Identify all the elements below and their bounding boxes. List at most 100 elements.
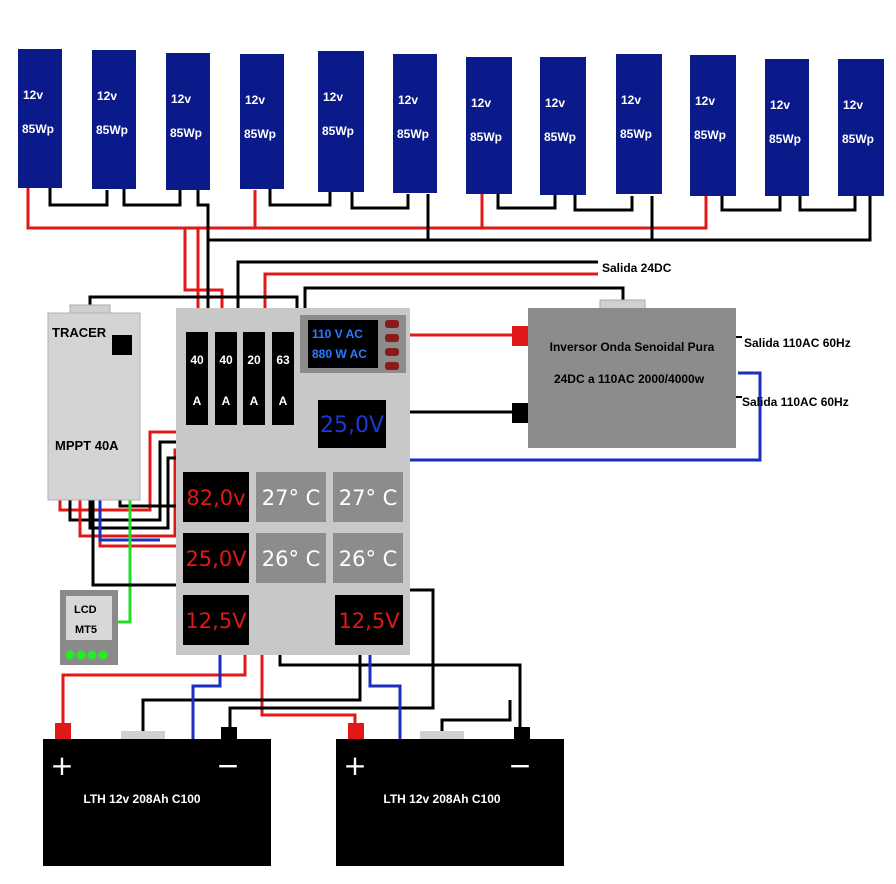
ac-output-label-1: Salida 110AC 60Hz <box>744 336 851 350</box>
battery-negative-wire <box>141 620 362 733</box>
panel-power: 85Wp <box>842 132 874 146</box>
battery-bank-meter: 25,0V <box>183 533 249 583</box>
battery: + − LTH 12v 208Ah C100 <box>336 723 564 866</box>
panel-link-wire <box>350 192 410 210</box>
lcd-link-wire <box>118 500 132 624</box>
panel-link-wire <box>48 188 109 207</box>
panel-voltage: 12v <box>171 92 191 106</box>
controller-brand: TRACER <box>52 325 107 340</box>
solar-panel: 12v 85Wp <box>166 53 210 190</box>
solar-panel: 12v 85Wp <box>240 54 284 189</box>
panel-power: 85Wp <box>96 123 128 137</box>
breaker-rating: 40 <box>219 353 233 367</box>
solar-panel: 12v 85Wp <box>18 49 62 188</box>
solar-panel: 12v 85Wp <box>765 59 809 196</box>
pv-positive-wire <box>26 188 708 230</box>
battery-label: LTH 12v 208Ah C100 <box>383 792 500 806</box>
battery1-meter: 12,5V <box>183 595 249 645</box>
breaker-unit: A <box>250 394 259 408</box>
solar-panel: 12v 85Wp <box>393 54 437 193</box>
panel-voltage: 12v <box>97 89 117 103</box>
panel-link-wire <box>798 196 857 212</box>
panel-link-wire <box>122 188 182 207</box>
breaker-unit: A <box>279 394 288 408</box>
breaker: 40A <box>215 332 237 425</box>
inverter-title: Inversor Onda Senoidal Pura <box>550 340 715 354</box>
battery-sense-wire <box>191 645 222 740</box>
panel-voltage: 12v <box>245 93 265 107</box>
solar-panel: 12v 85Wp <box>690 55 736 196</box>
dc-output-label: Salida 24DC <box>602 261 672 275</box>
panel-power: 85Wp <box>170 126 202 140</box>
panel-link-wire <box>573 194 634 212</box>
battery-plus: + <box>50 749 73 782</box>
inverter: Inversor Onda Senoidal Pura 24DC a 110AC… <box>512 299 736 448</box>
panel-power: 85Wp <box>470 130 502 144</box>
temp-display: 27° C <box>333 472 403 522</box>
breaker-unit: A <box>193 394 202 408</box>
solar-panel: 12v 85Wp <box>466 57 512 194</box>
bus-voltage-value: 25,0V <box>320 413 384 438</box>
charge-controller: TRACER MPPT 40A <box>47 304 141 501</box>
wiring <box>26 188 872 740</box>
bus-voltage-meter: 25,0V <box>318 400 386 448</box>
temp-value: 27° C <box>262 486 321 510</box>
ac-output-label-2: Salida 110AC 60Hz <box>742 395 849 409</box>
ac-power: 880 W AC <box>312 347 367 361</box>
panel-power: 85Wp <box>769 132 801 146</box>
panel-voltage: 12v <box>545 96 565 110</box>
panel-power: 85Wp <box>544 130 576 144</box>
battery1-value: 12,5V <box>185 609 247 633</box>
panel-power: 85Wp <box>694 128 726 142</box>
battery2-meter: 12,5V <box>335 595 403 645</box>
pv-negative-wire <box>196 190 872 242</box>
battery: + − LTH 12v 208Ah C100 <box>43 723 271 866</box>
inverter-negative-wire <box>393 410 520 420</box>
temp-display: 26° C <box>256 533 326 583</box>
ac-voltage: 110 V AC <box>312 327 363 341</box>
panel-voltage: 12v <box>471 96 491 110</box>
battery-label: LTH 12v 208Ah C100 <box>83 792 200 806</box>
breaker: 20A <box>243 332 265 425</box>
panel-power: 85Wp <box>22 122 54 136</box>
temp-display: 27° C <box>256 472 326 522</box>
battery-minus: − <box>508 749 531 782</box>
panel-power: 85Wp <box>397 127 429 141</box>
controller-model: MPPT 40A <box>55 438 119 453</box>
solar-panel: 12v 85Wp <box>540 57 586 195</box>
panel-voltage: 12v <box>23 88 43 102</box>
breaker-rating: 20 <box>247 353 261 367</box>
ac-meter: 110 V AC 880 W AC <box>300 315 406 373</box>
breaker: 40A <box>186 332 208 425</box>
panel-link-wire <box>720 196 782 212</box>
panel-link-wire <box>268 188 332 207</box>
battery-plus: + <box>343 749 366 782</box>
lcd-line2: MT5 <box>75 624 97 636</box>
panel-voltage: 12v <box>621 93 641 107</box>
panel-link-wire <box>496 192 557 210</box>
controller-wire <box>91 500 190 587</box>
battery2-value: 12,5V <box>338 609 400 633</box>
panel-power: 85Wp <box>244 127 276 141</box>
solar-panel-array: 12v 85Wp 12v 85Wp 12v 85Wp 12v 85Wp 12v 85Wp 12v 85… <box>18 49 884 196</box>
lcd-line1: LCD <box>74 604 97 616</box>
meter-wire <box>98 500 160 542</box>
breaker: 63A <box>272 332 294 425</box>
panel-voltage: 12v <box>695 94 715 108</box>
pv-voltage-meter: 82,0v <box>183 472 249 522</box>
breaker-rating: 40 <box>190 353 204 367</box>
temp-display: 26° C <box>333 533 403 583</box>
battery-negative-wire <box>440 700 512 733</box>
panel-power: 85Wp <box>322 124 354 138</box>
lcd-remote: LCD MT5 <box>60 590 118 665</box>
battery-bank-value: 25,0V <box>185 547 247 571</box>
panel-voltage: 12v <box>398 93 418 107</box>
panel-voltage: 12v <box>770 98 790 112</box>
temp-value: 26° C <box>339 547 398 571</box>
pv-voltage-value: 82,0v <box>186 486 245 510</box>
breaker-rating: 63 <box>276 353 290 367</box>
